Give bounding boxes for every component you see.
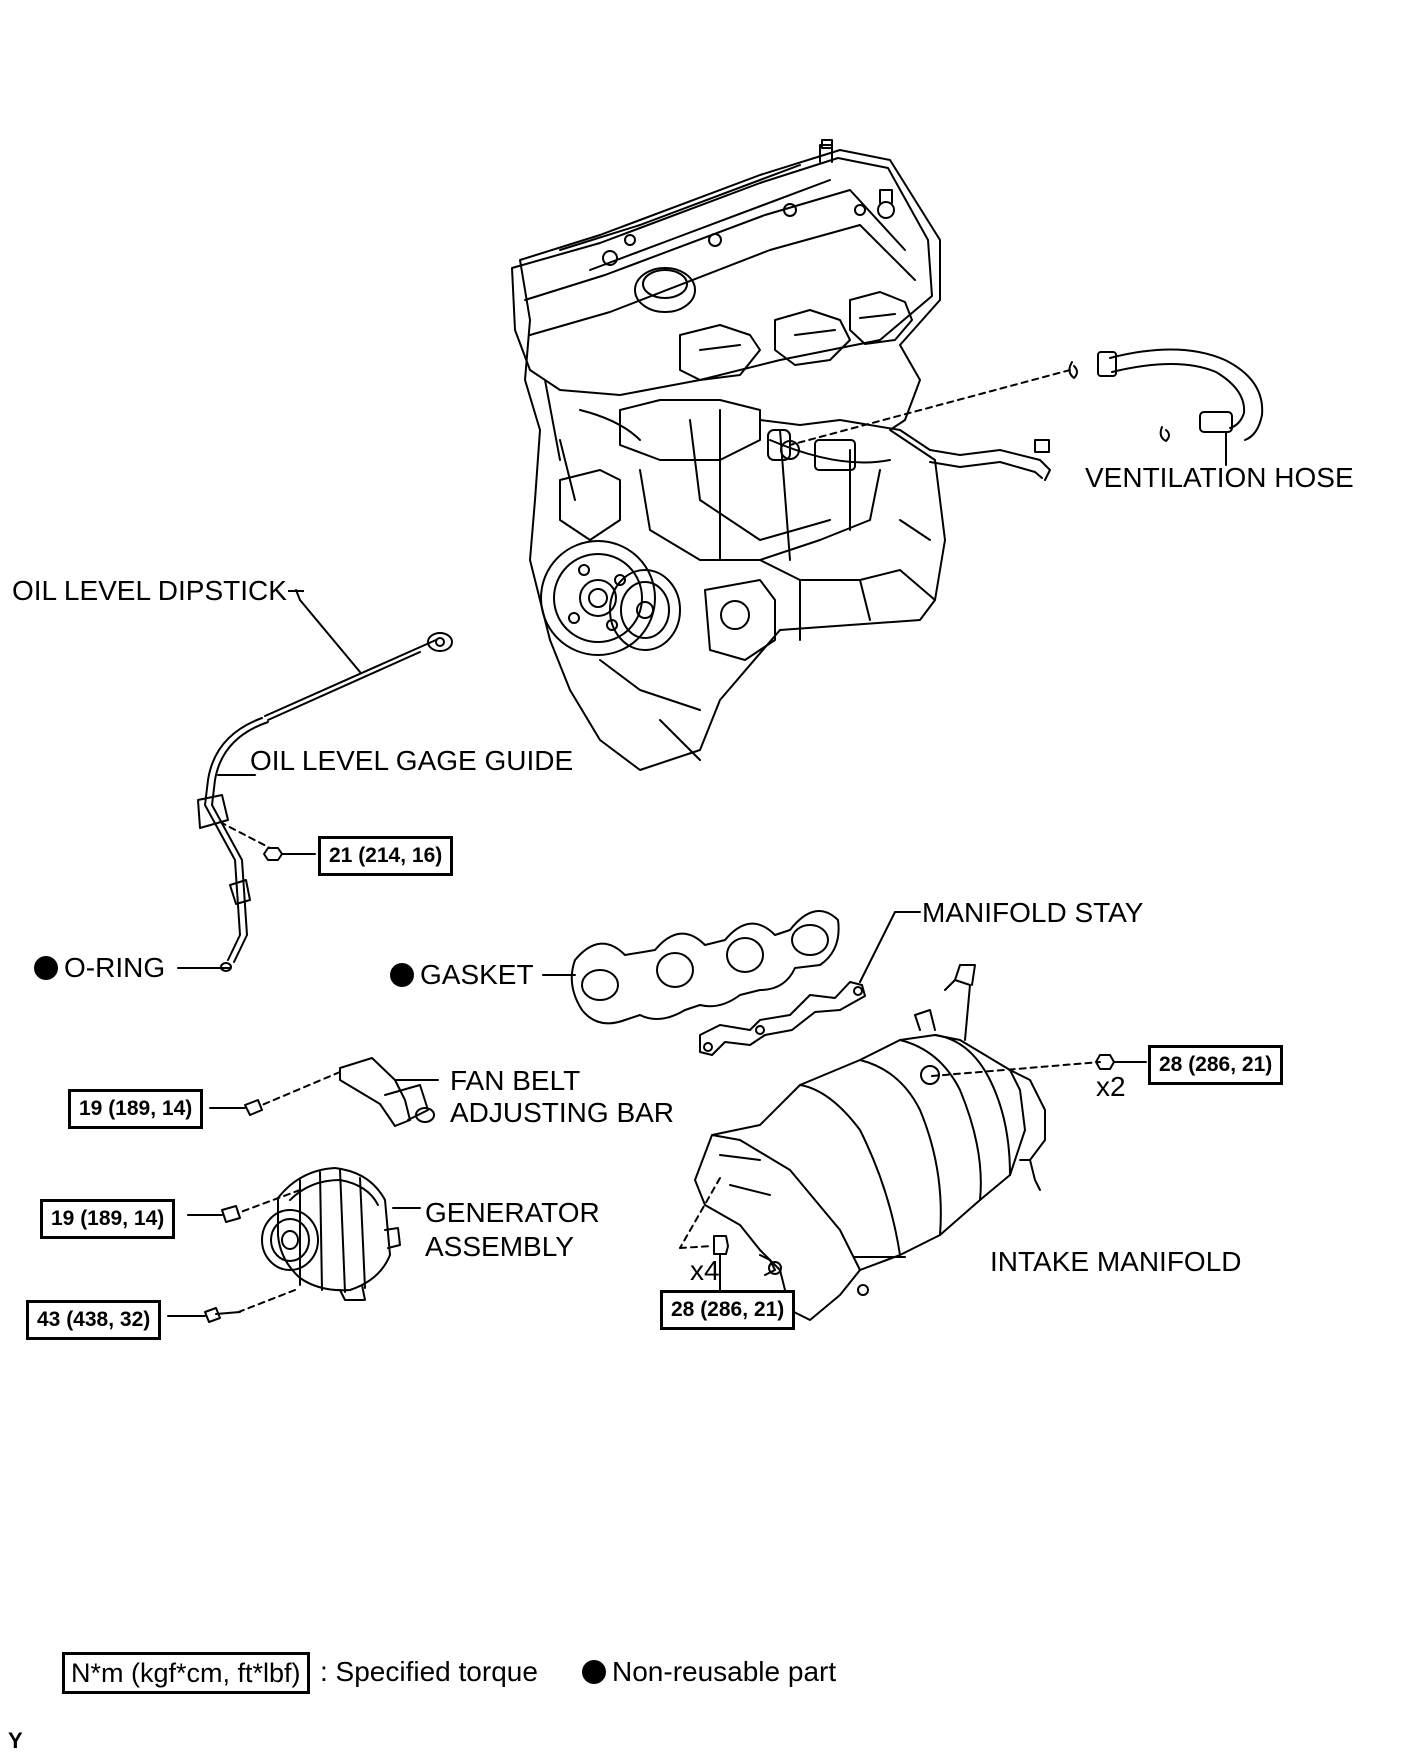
label-o-ring: O-RING	[34, 952, 165, 984]
legend-nonreusable: Non-reusable part	[582, 1656, 836, 1688]
legend-torque-desc: : Specified torque	[320, 1656, 538, 1687]
label-qty-x4: x4	[690, 1255, 720, 1286]
label-o-ring-text: O-RING	[64, 952, 166, 983]
gasket-illustration	[542, 910, 840, 1025]
label-fan-belt-line2: ADJUSTING BAR	[450, 1097, 675, 1128]
label-fan-belt-line1: FAN BELT	[450, 1065, 581, 1096]
legend-torque-unit: N*m (kgf*cm, ft*lbf)	[62, 1652, 310, 1694]
label-generator-line2: ASSEMBLY	[425, 1231, 574, 1262]
figure-id: Y	[8, 1728, 23, 1753]
label-ventilation-hose: VENTILATION HOSE	[1085, 462, 1354, 493]
engine-block-illustration	[511, 139, 1051, 771]
fan-belt-bar-illustration	[209, 1057, 439, 1127]
label-generator-line1: GENERATOR	[425, 1197, 600, 1228]
ventilation-hose-illustration	[1068, 348, 1264, 466]
manifold-stay-illustration	[699, 911, 921, 1056]
torque-gage-guide-bolt: 21 (214, 16)	[318, 836, 454, 876]
non-reusable-marker	[34, 956, 58, 980]
legend-nonreusable-text: Non-reusable part	[612, 1656, 837, 1687]
non-reusable-marker	[390, 963, 414, 987]
label-oil-level-dipstick: OIL LEVEL DIPSTICK	[12, 575, 287, 606]
generator-illustration	[167, 1167, 421, 1323]
dipstick-leader	[288, 590, 304, 592]
torque-manifold-bolt: 28 (286, 21)	[660, 1290, 796, 1330]
label-qty-x2: x2	[1096, 1071, 1126, 1102]
intake-manifold-illustration	[679, 964, 1147, 1321]
label-gasket: GASKET	[390, 959, 534, 991]
label-oil-level-gage-guide: OIL LEVEL GAGE GUIDE	[250, 745, 574, 776]
label-manifold-stay: MANIFOLD STAY	[922, 897, 1144, 928]
torque-generator-bolt-lower: 43 (438, 32)	[26, 1300, 162, 1340]
torque-generator-bolt-upper: 19 (189, 14)	[40, 1199, 176, 1239]
torque-fan-belt-bolt: 19 (189, 14)	[68, 1089, 204, 1129]
gage-guide-illustration	[177, 717, 316, 972]
label-gasket-text: GASKET	[420, 959, 534, 990]
non-reusable-marker	[582, 1660, 606, 1684]
torque-manifold-nut: 28 (286, 21)	[1148, 1045, 1284, 1085]
label-intake-manifold: INTAKE MANIFOLD	[990, 1246, 1242, 1277]
dipstick-illustration	[264, 589, 453, 721]
